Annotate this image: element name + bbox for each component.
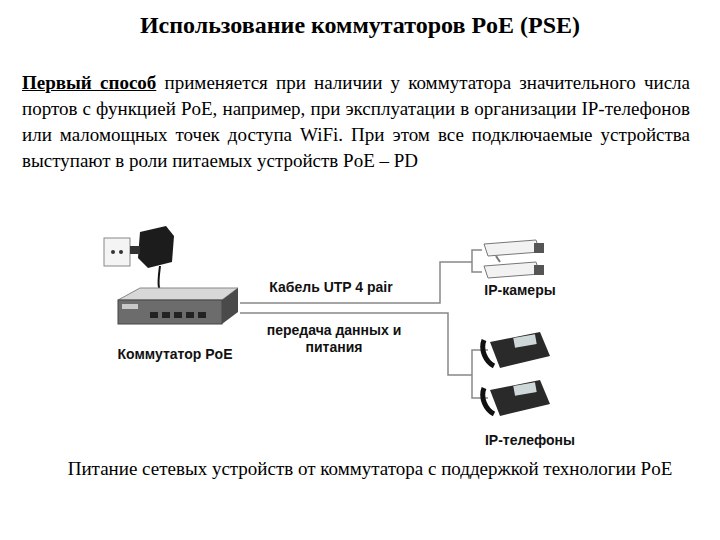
switch-device [118, 288, 238, 324]
ip-camera [484, 262, 544, 278]
figure-caption: Питание сетевых устройств от коммутатора… [60, 455, 680, 482]
ip-phone [483, 332, 550, 368]
cable-label: передача данных и питания [262, 322, 406, 356]
slide-title: Использование коммутаторов PoE (PSE) [0, 12, 720, 39]
lead-phrase: Первый способ [22, 72, 156, 93]
device-group: IP-камеры [465, 236, 575, 298]
node-label: IP-телефоны [465, 432, 595, 448]
ip-camera [484, 240, 544, 262]
node-label: IP-камеры [465, 282, 575, 298]
wall-socket [104, 238, 130, 266]
switch-node: Коммутатор PoE [105, 286, 245, 362]
ip-phone [483, 380, 550, 416]
device-group: IP-телефоны [465, 326, 595, 448]
cable-label: Кабель UTP 4 pair [254, 279, 408, 296]
node-label: Коммутатор PoE [105, 346, 245, 362]
body-paragraph: Первый способ применяется при наличии у … [22, 70, 690, 174]
cable-line [240, 262, 465, 303]
cable-line [240, 313, 465, 375]
